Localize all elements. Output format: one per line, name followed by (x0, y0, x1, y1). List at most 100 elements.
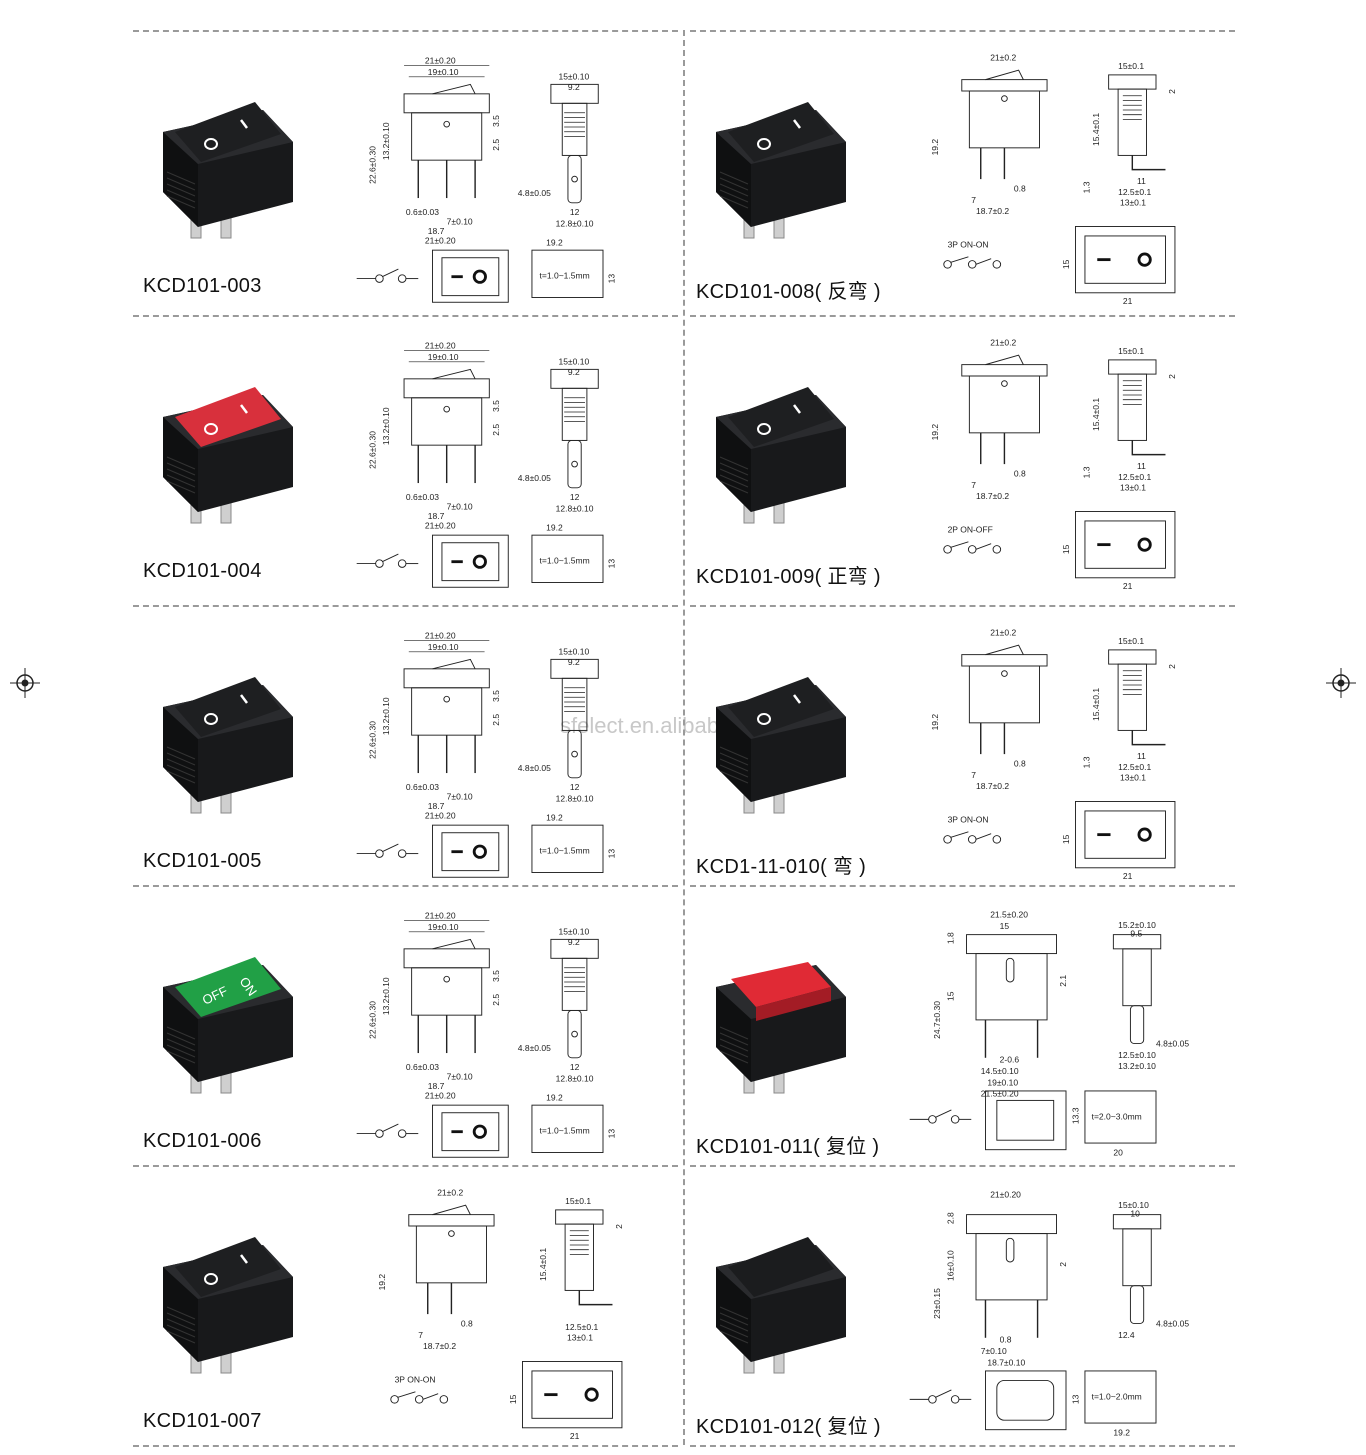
body-rib (166, 1312, 196, 1326)
body-rib (719, 1330, 749, 1344)
rocker-o-mark (204, 713, 218, 725)
switch-body-side (163, 417, 198, 512)
circuit-contact (943, 835, 952, 844)
side-pin (567, 154, 582, 204)
body-rib (166, 752, 196, 766)
dim-pitch: 7±0.10 (447, 1072, 473, 1082)
dim-base2: 21±0.20 (425, 236, 456, 246)
dim-a: 3.5 (491, 115, 501, 127)
side-body (1117, 373, 1147, 441)
product-photo (716, 1237, 846, 1374)
panel-width: 21 (1123, 296, 1133, 306)
dim-pitch: 7±0.10 (981, 1346, 1007, 1356)
face-outer (432, 1104, 509, 1158)
circuit-switch (975, 543, 992, 550)
side-pin (1129, 1005, 1145, 1045)
side-outline (1108, 649, 1157, 665)
circuit-switch (975, 258, 992, 265)
dim-height-body: 13.2±0.10 (381, 122, 391, 160)
panel-cutout (1084, 1370, 1157, 1424)
dim-b: 2.5 (491, 139, 501, 151)
side-body (1117, 663, 1147, 731)
circuit-contact (967, 835, 977, 844)
panel-cutout (531, 249, 604, 298)
dim-side-a: 2 (1167, 89, 1177, 94)
rocker-o-mark (757, 138, 771, 150)
dim-width-inner: 15 (1000, 921, 1010, 931)
dim-height-total: 22.6±0.30 (368, 431, 378, 469)
dim-height-body: 16±0.10 (945, 1250, 955, 1281)
circuit-contact (375, 274, 384, 283)
circuit-contact (992, 545, 1002, 554)
circuit-contact (943, 545, 952, 554)
dim-side-a: 12.5±0.10 (1118, 1050, 1156, 1060)
circuit-contact (950, 1395, 960, 1404)
dim-side-pin: 4.8±0.05 (518, 763, 551, 773)
model-label: KCD101-004 (143, 560, 262, 582)
body-rib (166, 764, 196, 778)
row-divider (690, 605, 1235, 607)
dim-width-outer: 21±0.2 (437, 1188, 463, 1198)
technical-drawing: 21±0.2019±0.1022.6±0.3013.2±0.103.52.50.… (356, 341, 616, 588)
side-body (561, 102, 588, 156)
dim-base: 18.7 (428, 801, 445, 811)
side-outline (1108, 359, 1157, 375)
front-outline (961, 79, 1048, 92)
front-body (968, 90, 1040, 149)
body-rib (719, 456, 749, 470)
face-o-mark (1137, 252, 1152, 267)
panel-inner (531, 1370, 613, 1419)
side-body (1122, 1228, 1152, 1287)
dim-side-pin: 4.8±0.05 (518, 188, 551, 198)
dim-side-b: 12.8±0.10 (556, 793, 594, 803)
dim-side-inner: 9.2 (568, 82, 580, 92)
product-photo (716, 962, 846, 1094)
rocker-i-mark (240, 1254, 248, 1264)
panel-width: 19.2 (1113, 1427, 1130, 1437)
panel-width: 19.2 (546, 237, 563, 247)
dim-side-width: 15±0.1 (1118, 636, 1144, 646)
dim-b: 2.5 (491, 994, 501, 1006)
dim-side-width: 15±0.1 (1118, 61, 1144, 71)
circuit-contact (390, 1395, 399, 1404)
face-outer (432, 824, 509, 878)
circuit-contact (375, 559, 384, 568)
dim-b: 2 (1058, 1262, 1068, 1267)
technical-drawing: 21±0.2023±0.1516±0.102.820.87±0.1018.7±0… (909, 1190, 1189, 1437)
dim-base: 18.7 (428, 1081, 445, 1091)
dim-side-width: 15±0.1 (565, 1196, 591, 1206)
panel-cutout (531, 534, 604, 583)
panel-height: 13 (606, 849, 616, 859)
rocker-i-mark (240, 404, 248, 414)
body-rib (166, 1330, 196, 1344)
row-divider (133, 605, 678, 607)
body-rib (719, 171, 749, 185)
front-plunger (1005, 957, 1015, 983)
body-rib (166, 1044, 196, 1058)
front-plunger (1005, 1237, 1015, 1263)
switch-body-side (716, 987, 751, 1082)
dim-base2: 21±0.20 (425, 521, 456, 531)
side-body (564, 1223, 594, 1291)
face-o-mark (1137, 537, 1152, 552)
dim-side-a: 12 (570, 1062, 580, 1072)
dim-side-width: 15±0.10 (1118, 1200, 1149, 1210)
technical-drawing: 21±0.2019±0.1022.6±0.3013.2±0.103.52.50.… (356, 911, 616, 1158)
dim-height-total: 22.6±0.30 (368, 1001, 378, 1039)
rocker-i-mark (240, 119, 248, 129)
dim-height-total: 19.2 (377, 1274, 387, 1291)
product-photo (716, 387, 846, 524)
dim-side-d: 11 (1137, 176, 1146, 186)
body-rib (166, 195, 196, 209)
side-pin-hole (571, 460, 578, 468)
side-bent-pin (578, 1290, 613, 1306)
circuit-switch (422, 1393, 439, 1400)
circuit-contact (967, 545, 977, 554)
side-body (561, 387, 588, 441)
dim-side-height: 15.4±0.1 (538, 1248, 548, 1281)
dim-width-inner: 19±0.10 (428, 352, 459, 362)
circuit-contact (375, 849, 384, 858)
